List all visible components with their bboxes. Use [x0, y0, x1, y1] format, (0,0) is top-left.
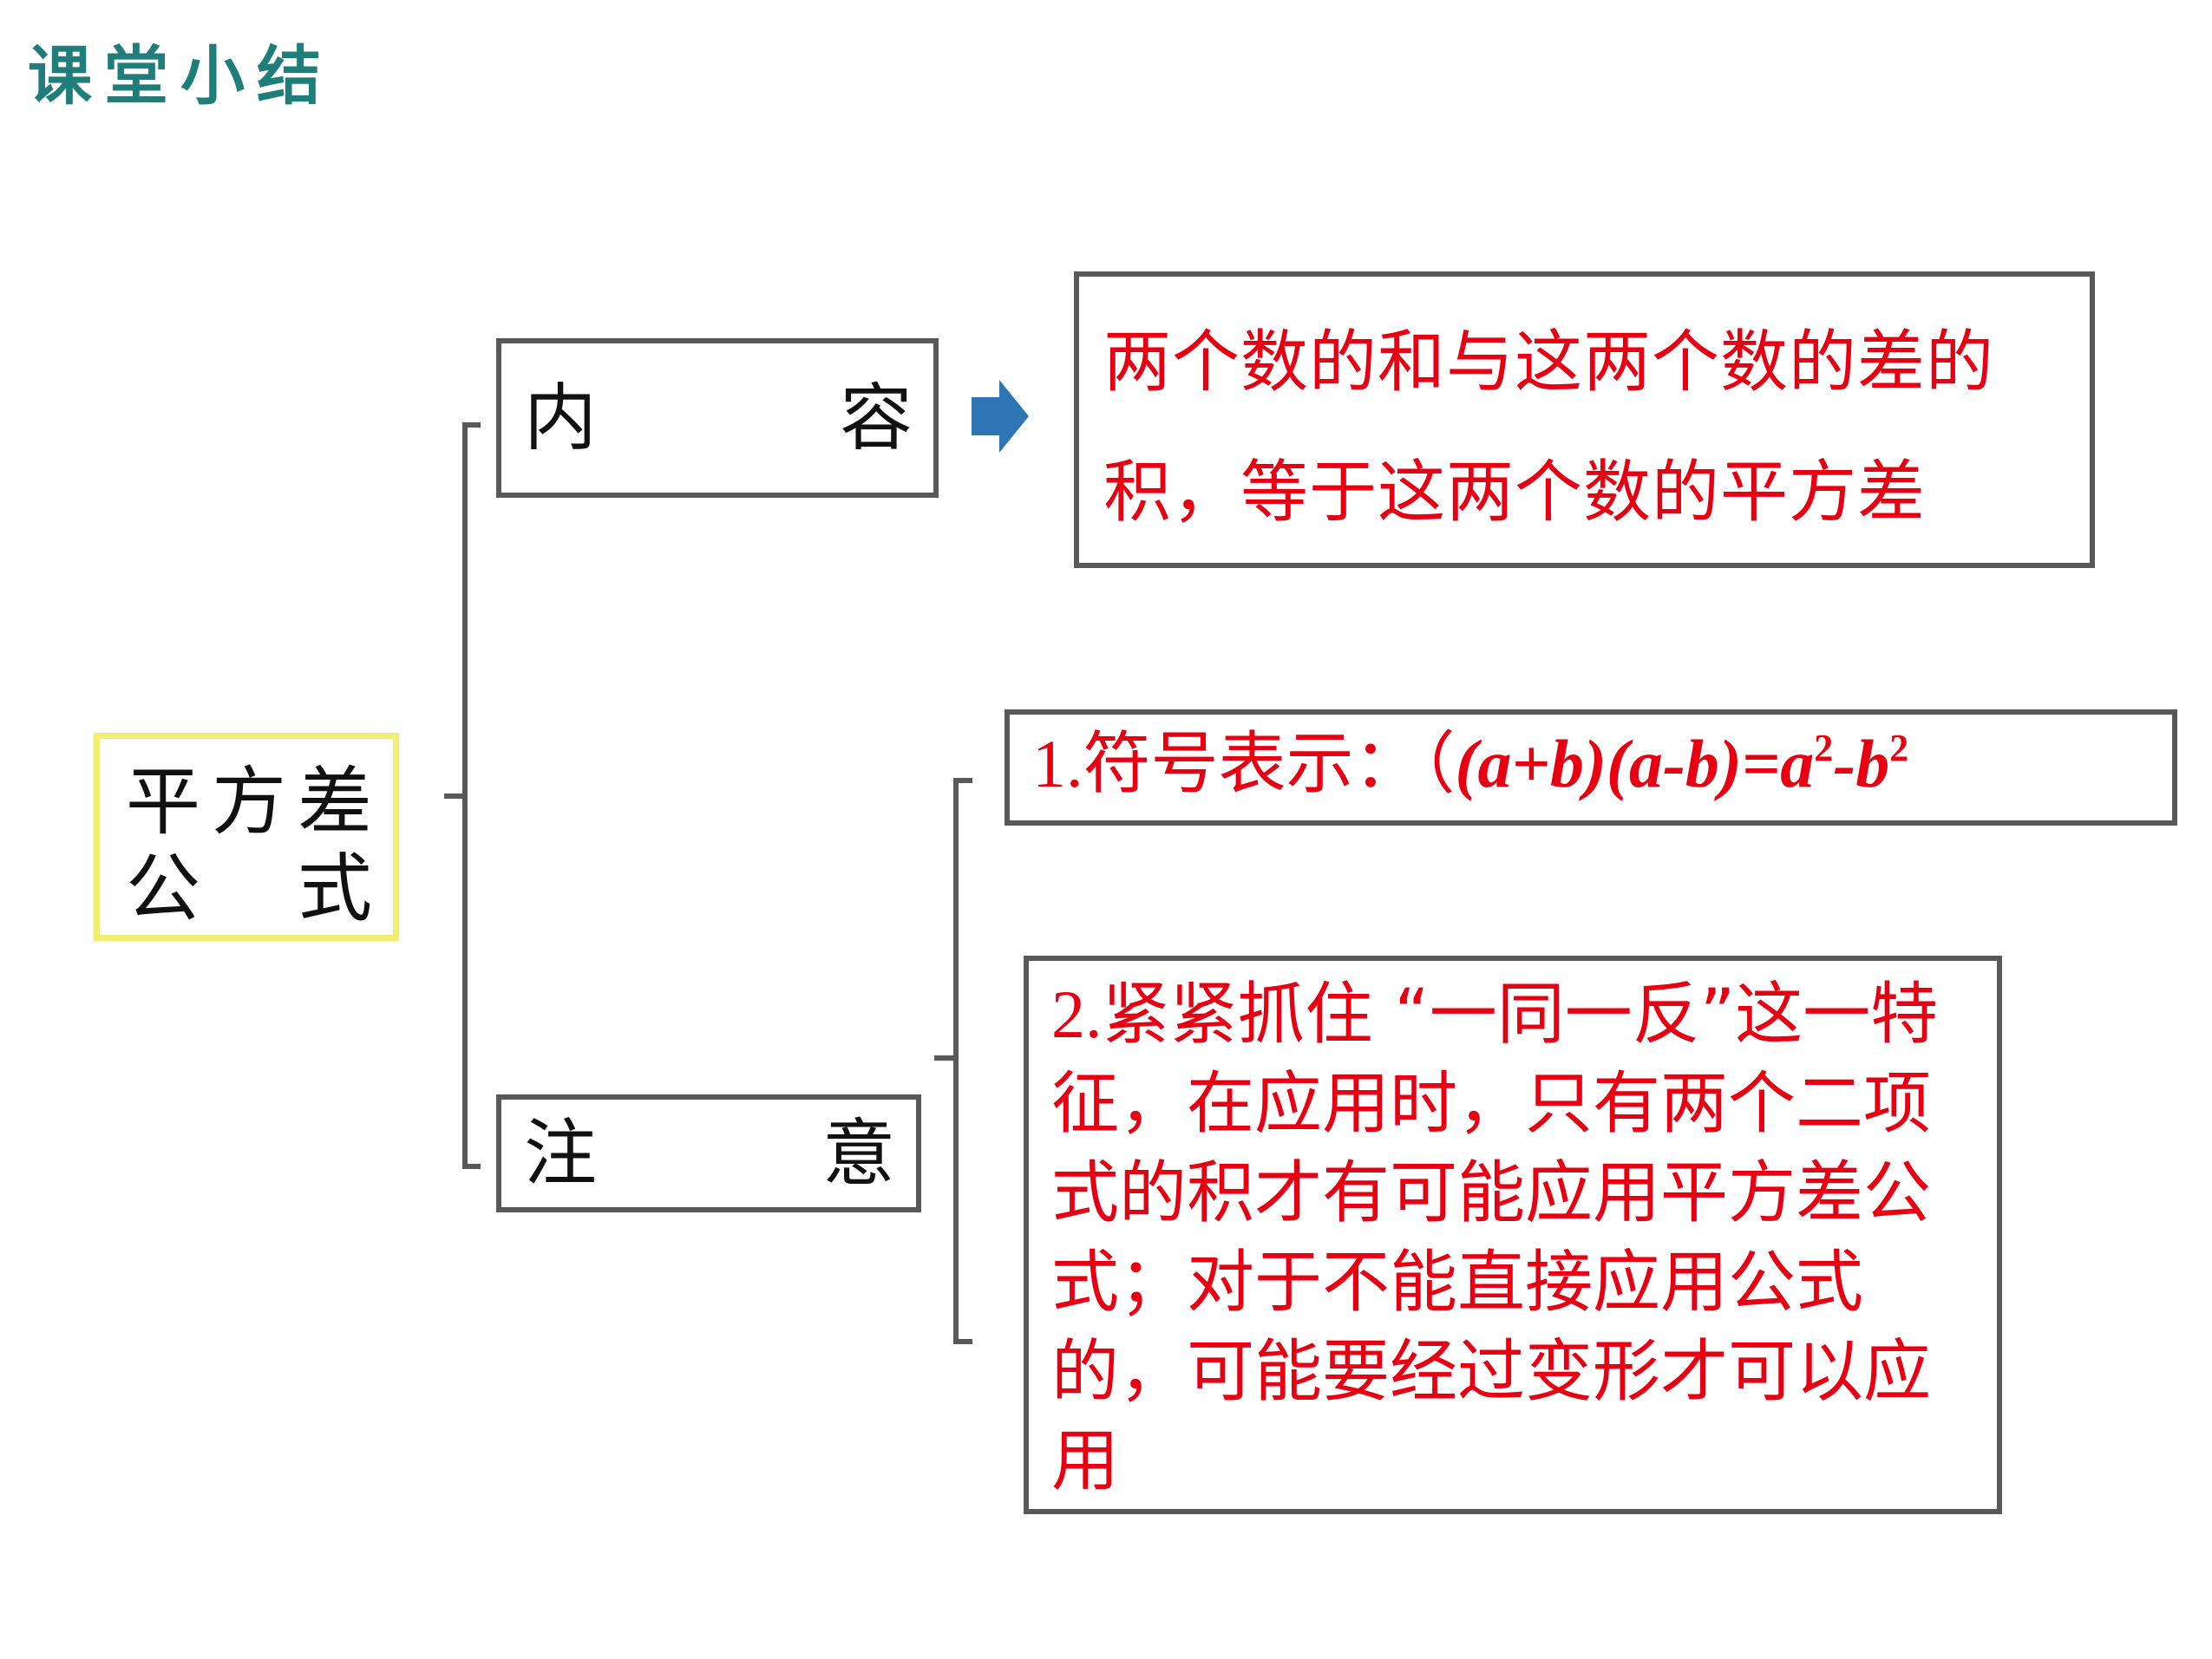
root-char: 公 [126, 846, 200, 932]
note-1-number: 1. [1032, 726, 1083, 801]
note-2-text: 紧紧抓住 “一同一反”这一特征，在应用时，只有两个二项式的积才有可能应用平方差公… [1051, 976, 1939, 1500]
content-text: 两个数的和与这两个数的差的积，等于这两个数的平方差 [1103, 323, 1995, 532]
note-1-paren: （ [1421, 725, 1456, 803]
branch-notes-right: 意 [821, 1111, 895, 1196]
root-line-1: 平 方 差 [126, 765, 372, 839]
branch-content-left: 内 [524, 376, 598, 460]
content-box: 两个数的和与这两个数的差的积，等于这两个数的平方差 [1074, 271, 2095, 568]
branch-notes: 注 意 [496, 1094, 921, 1212]
bracket-main [462, 422, 481, 1169]
page-title: 课堂小结 [28, 39, 333, 114]
branch-content-right: 容 [839, 376, 913, 460]
formula-lhs: (a+b)(a-b)=a [1455, 726, 1815, 801]
bracket-notes [953, 778, 972, 1344]
note-2-number: 2. [1051, 976, 1103, 1052]
formula-mid: -b [1833, 726, 1890, 801]
note-1-box: 1.符号表示：（(a+b)(a-b)=a2-b2 [1005, 709, 2177, 826]
note-1-label: 符号表示： [1083, 725, 1422, 803]
root-node: 平 方 差 公 式 [94, 733, 399, 941]
right-arrow-icon [972, 380, 1029, 453]
note-2-box: 2.紧紧抓住 “一同一反”这一特征，在应用时，只有两个二项式的积才有可能应用平方… [1024, 956, 2002, 1514]
branch-content: 内 容 [496, 338, 939, 498]
root-line-2: 公 式 [126, 852, 372, 926]
branch-notes-left: 注 [524, 1111, 598, 1196]
root-char: 平 [126, 759, 200, 846]
root-char: 式 [298, 846, 372, 932]
root-char: 差 [298, 759, 372, 846]
formula-exponent-2: 2 [1889, 727, 1909, 769]
formula-exponent-1: 2 [1814, 727, 1834, 769]
root-char: 方 [212, 759, 286, 846]
